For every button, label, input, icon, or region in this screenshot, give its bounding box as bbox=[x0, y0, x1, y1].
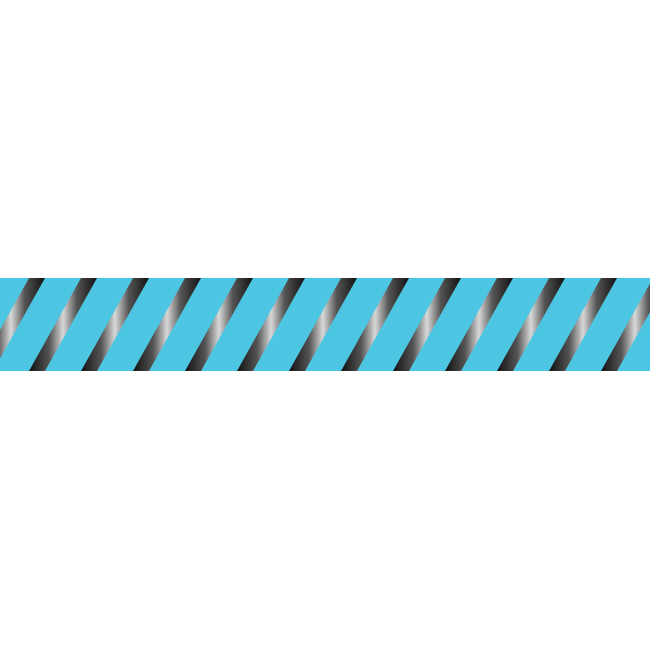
stripe bbox=[341, 278, 409, 371]
stripe bbox=[81, 278, 149, 371]
stripe bbox=[29, 278, 97, 371]
stripe bbox=[289, 278, 357, 371]
stripe bbox=[549, 278, 617, 371]
stripe bbox=[133, 278, 201, 371]
striped-band bbox=[0, 278, 650, 371]
stripe bbox=[445, 278, 513, 371]
stripe bbox=[393, 278, 461, 371]
stripe bbox=[497, 278, 565, 371]
diagonal-stripes bbox=[0, 278, 650, 371]
stripe bbox=[185, 278, 253, 371]
stripe bbox=[0, 278, 45, 359]
stripe bbox=[237, 278, 305, 371]
